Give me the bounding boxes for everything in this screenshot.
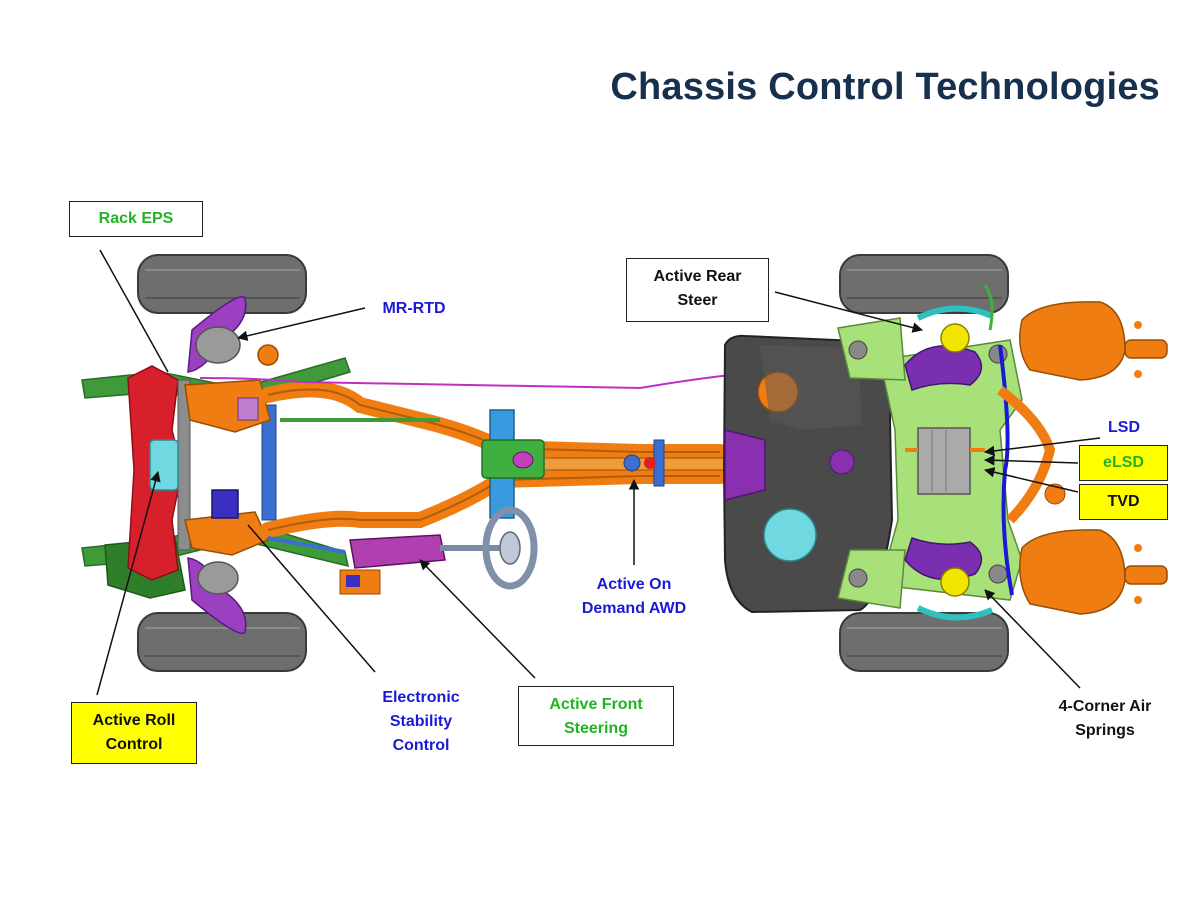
- transfer-case: [481, 409, 545, 519]
- label-active-on-demand-awd: Active On Demand AWD: [581, 576, 687, 617]
- label-active-front-steering: Active Front Steering: [518, 686, 674, 746]
- front-right-tire: [137, 612, 307, 672]
- front-left-tire: [137, 254, 307, 314]
- label-rack-eps: Rack EPS: [69, 201, 203, 237]
- rear-suspension: [904, 284, 994, 621]
- label-tvd: TVD: [1079, 484, 1168, 520]
- front-suspension: [149, 296, 279, 634]
- page-title: Chassis Control Technologies: [610, 66, 1160, 108]
- front-cross-beam: [261, 404, 277, 521]
- label-active-roll-control: Active Roll Control: [71, 702, 197, 764]
- rear-left-tire: [839, 254, 1009, 314]
- leader-lines: [96, 249, 1101, 696]
- label-elsd: eLSD: [1079, 445, 1168, 481]
- label-lsd: LSD: [1108, 419, 1140, 436]
- rear-mufflers: [996, 301, 1168, 615]
- label-active-rear-steer: Active Rear Steer: [626, 258, 769, 322]
- label-electronic-stability-control: Electronic Stability Control: [382, 689, 460, 754]
- fuel-tank: [722, 334, 894, 614]
- rear-right-tire: [839, 612, 1009, 672]
- label-mr-rtd: MR-RTD: [382, 300, 446, 317]
- label-four-corner-air-springs: 4-Corner Air Springs: [1058, 698, 1152, 739]
